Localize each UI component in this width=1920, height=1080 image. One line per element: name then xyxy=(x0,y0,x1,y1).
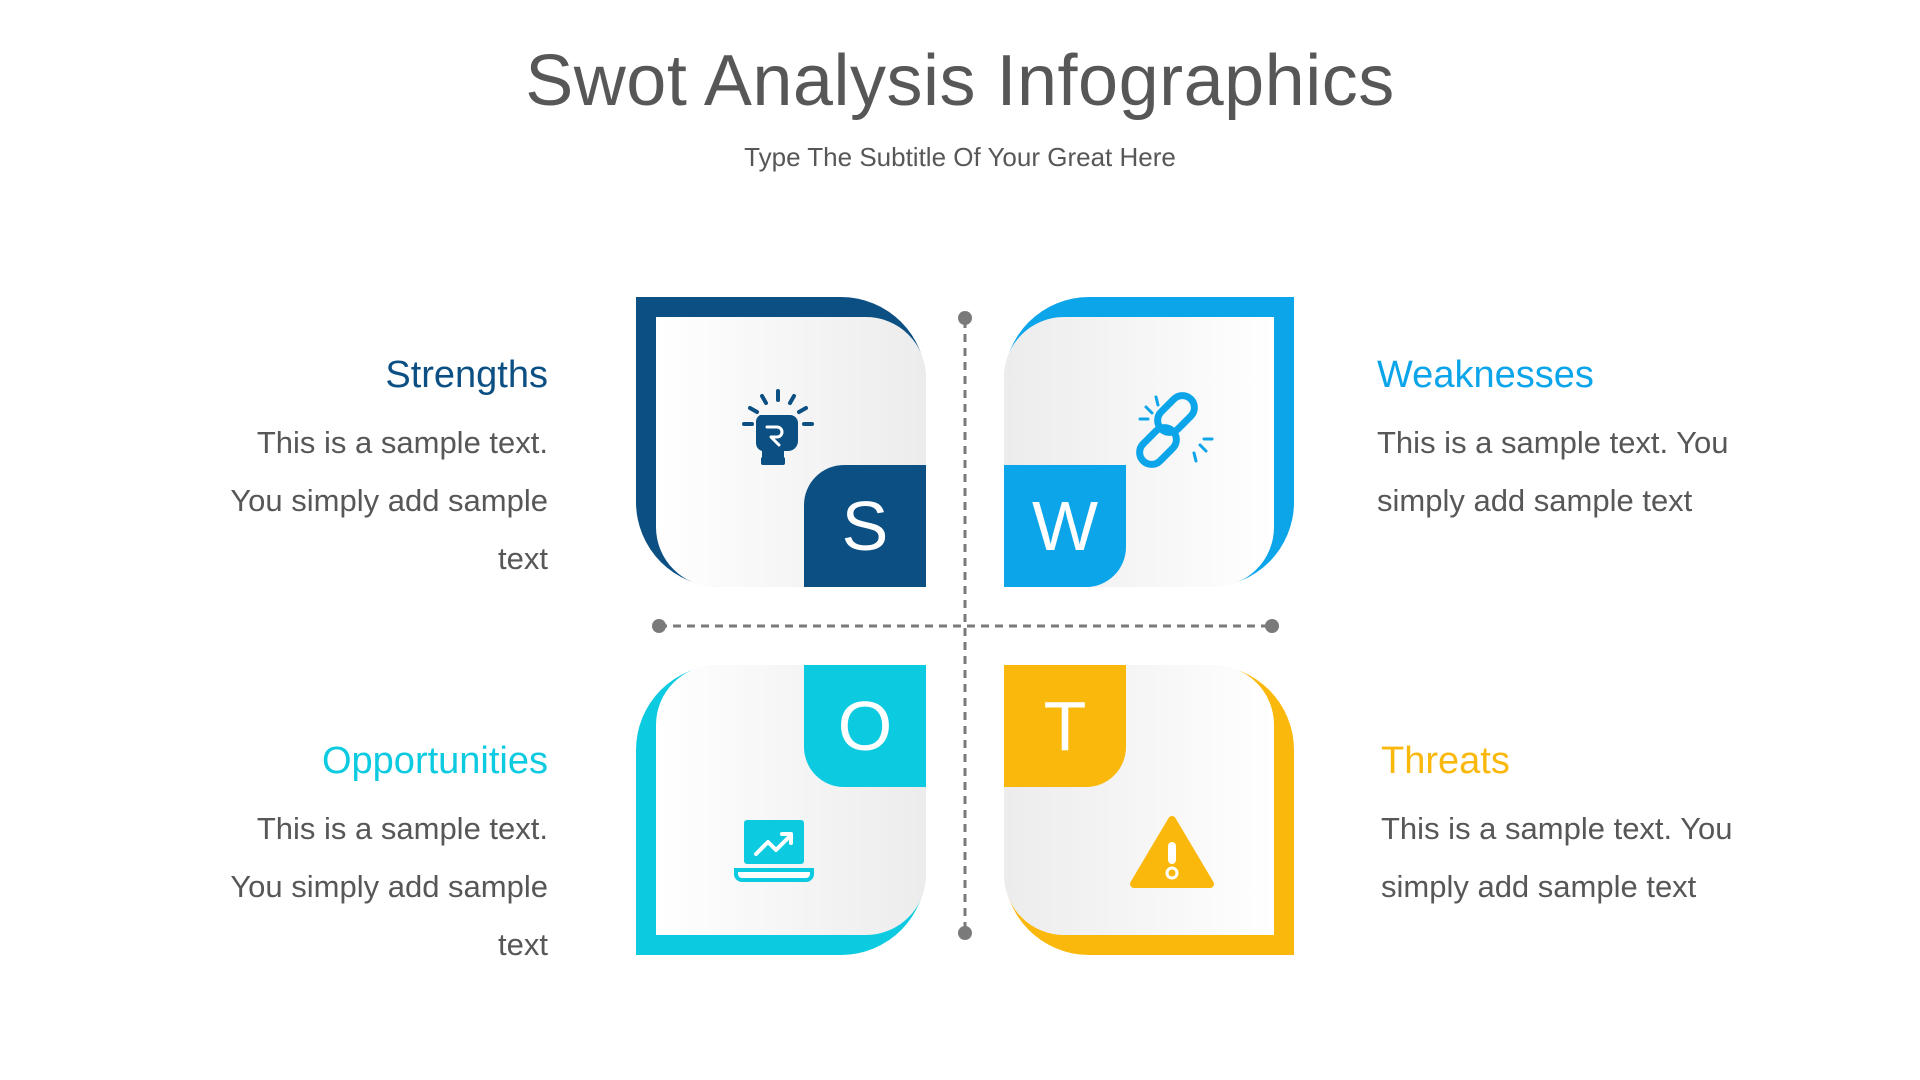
opportunities-text: This is a sample text. You simply add sa… xyxy=(230,811,548,962)
broken-link-icon xyxy=(1136,392,1214,468)
page-title: Swot Analysis Infographics xyxy=(525,41,1395,121)
strengths-heading: Strengths xyxy=(385,354,548,396)
weaknesses-heading: Weaknesses xyxy=(1377,354,1594,396)
threats-text: This is a sample text. You simply add sa… xyxy=(1381,811,1733,904)
divider-dot-bottom xyxy=(958,926,972,940)
strengths-letter-tile: S xyxy=(804,465,926,587)
strengths-card: S xyxy=(656,317,926,587)
opportunities-quadrant: O xyxy=(636,665,926,955)
divider-dot-right xyxy=(1265,619,1279,633)
weaknesses-quadrant: W xyxy=(1004,297,1294,587)
weaknesses-letter-tile: W xyxy=(1004,465,1126,587)
threats-quadrant: T xyxy=(1004,665,1294,955)
weaknesses-text: This is a sample text. You simply add sa… xyxy=(1377,425,1729,518)
opportunities-letter-tile: O xyxy=(804,665,926,787)
laptop-growth-icon xyxy=(734,820,814,882)
opportunities-card: O xyxy=(656,665,926,935)
divider-dot-top xyxy=(958,311,972,325)
strengths-text: This is a sample text. You simply add sa… xyxy=(230,425,548,576)
threats-description: Threats This is a sample text. You simpl… xyxy=(1381,736,1901,916)
threats-card: T xyxy=(1004,665,1274,935)
page-subtitle: Type The Subtitle Of Your Great Here xyxy=(744,142,1176,172)
threats-heading: Threats xyxy=(1381,740,1510,782)
warning-icon xyxy=(1130,816,1214,888)
strengths-quadrant: S xyxy=(636,297,926,587)
opportunities-description: Opportunities This is a sample text. You… xyxy=(28,736,548,974)
fist-icon xyxy=(742,389,814,465)
opportunities-heading: Opportunities xyxy=(321,740,548,782)
weaknesses-description: Weaknesses This is a sample text. You si… xyxy=(1377,350,1897,530)
divider-dot-left xyxy=(652,619,666,633)
strengths-description: Strengths This is a sample text. You sim… xyxy=(28,350,548,588)
threats-letter-tile: T xyxy=(1004,665,1126,787)
weaknesses-card: W xyxy=(1004,317,1274,587)
